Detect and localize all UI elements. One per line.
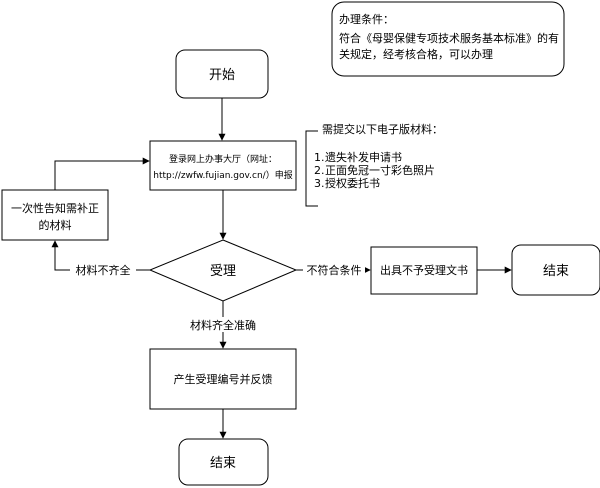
materials-item-2: 正面免冠一寸彩色照片 [325,163,435,177]
materials-item-3: 授权委托书 [325,176,380,190]
end-node-bottom: 结束 [178,438,269,486]
materials-note-title: 需提交以下电子版材料： [322,122,443,136]
arrow-notify-to-login [54,157,150,190]
start-node: 开始 [175,49,269,99]
end-node-right-label: 结束 [543,264,569,279]
start-node-label: 开始 [209,68,235,83]
materials-item-3-number: 3. [314,177,325,190]
notify-node: 一次性告知需补正 的材料 [1,189,109,241]
end-node-right: 结束 [511,244,600,296]
materials-item-2-number: 2. [314,164,325,177]
login-node: 登录网上办事大厅（网址： http://zwfw.fujian.gov.cn/）… [149,140,297,191]
conditions-note-title: 办理条件： [339,12,394,26]
materials-item-1-number: 1. [314,151,325,164]
notify-node-line2: 的材料 [39,218,72,232]
materials-bracket [305,130,318,207]
conditions-note: 办理条件： 符合《母婴保健专项技术服务基本标准》的有 关规定，经考核合格，可以办… [331,1,565,77]
edge-label-incomplete: 材料不齐全 [76,263,131,277]
login-node-line1: 登录网上办事大厅（网址： [169,153,277,165]
number-node: 产生受理编号并反馈 [149,348,297,410]
end-node-bottom-label: 结束 [210,456,236,471]
edge-label-complete: 材料齐全准确 [190,318,256,332]
notify-node-line1: 一次性告知需补正 [11,201,99,215]
materials-note: 需提交以下电子版材料： 1. 遗失补发申请书 2. 正面免冠一寸彩色照片 3. … [314,122,443,190]
accept-decision: 受理 [148,239,298,302]
conditions-note-line1: 符合《母婴保健专项技术服务基本标准》的有 [339,31,559,45]
accept-decision-label: 受理 [210,264,236,279]
login-node-line2: http://zwfw.fujian.gov.cn/）申报 [153,169,292,181]
reject-node: 出具不予受理文书 [370,246,478,295]
number-node-label: 产生受理编号并反馈 [174,372,273,386]
edge-label-not-qualified: 不符合条件 [307,263,362,277]
materials-item-1: 遗失补发申请书 [325,150,402,164]
reject-node-label: 出具不予受理文书 [380,263,468,277]
conditions-note-line2: 关规定，经考核合格，可以办理 [339,47,493,61]
